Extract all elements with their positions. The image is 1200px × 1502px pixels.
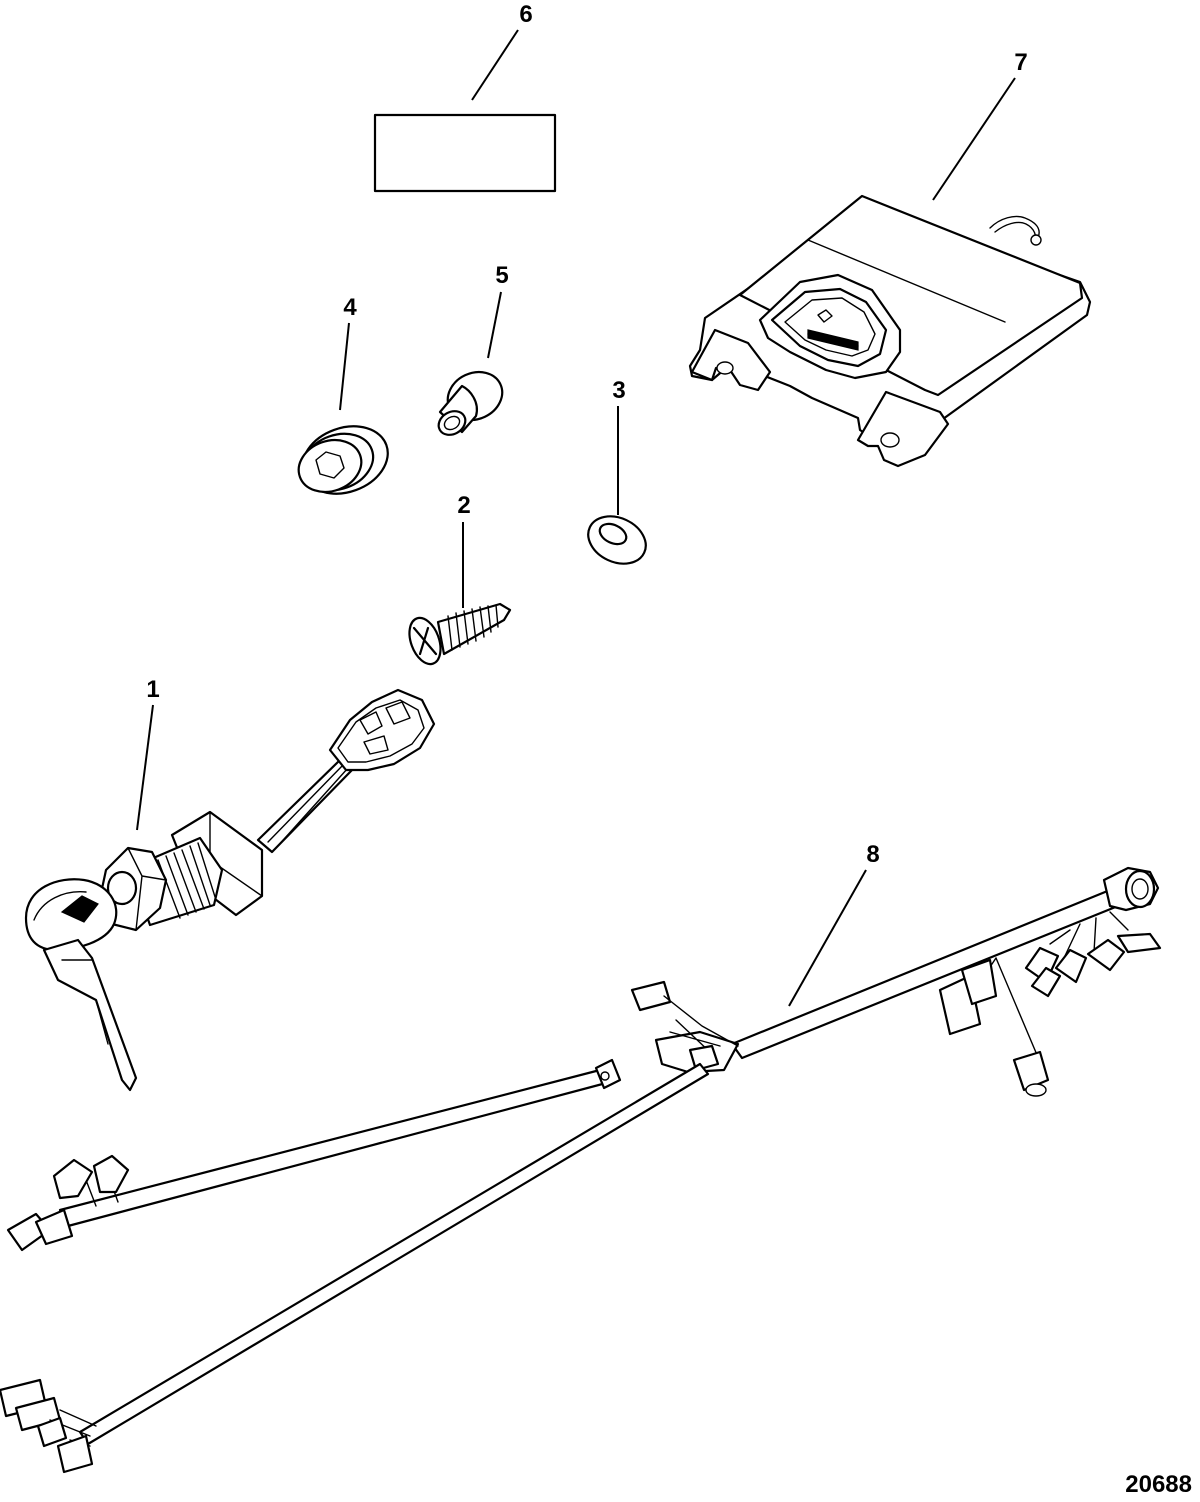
fitting [437, 370, 504, 436]
callout-6: 6 [519, 1, 532, 28]
screw [408, 602, 512, 666]
plug-grommet [297, 425, 389, 495]
leader-line-1 [136, 704, 154, 831]
leader-line-8 [788, 869, 867, 1007]
leader-line-5 [487, 291, 502, 359]
callout-1: 1 [146, 676, 159, 703]
ignition-switch [24, 688, 436, 1092]
washer [587, 515, 647, 565]
leader-line-6 [471, 29, 519, 101]
leader-line-7 [932, 77, 1016, 201]
control-module [688, 194, 1092, 468]
callout-2: 2 [457, 492, 470, 519]
figure-number: 20688 [1125, 1471, 1192, 1498]
wiring-harness [0, 866, 1162, 1474]
callout-4: 4 [343, 294, 357, 321]
decal-blank-label [373, 113, 557, 193]
callout-8: 8 [866, 841, 879, 868]
leader-line-4 [339, 322, 350, 411]
callout-3: 3 [612, 377, 625, 404]
callout-7: 7 [1014, 49, 1027, 76]
callout-5: 5 [495, 262, 508, 289]
